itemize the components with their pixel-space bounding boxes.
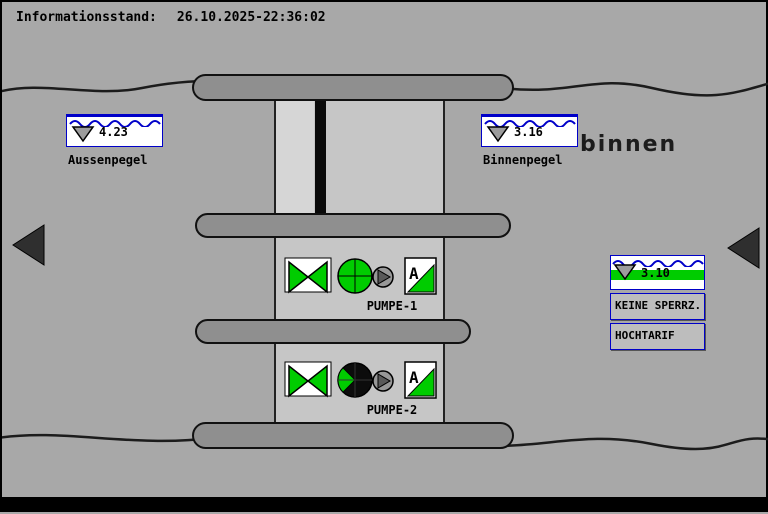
wall-segment-top (192, 74, 514, 101)
auto-mode-triangle-icon (406, 263, 435, 293)
aussenpegel-value: 4.23 (99, 125, 128, 139)
pump1-auto-mode-indicator[interactable]: A (404, 257, 437, 295)
auto-mode-triangle-icon (406, 367, 435, 397)
wall-segment-upper (195, 213, 511, 238)
level-marker-icon (486, 126, 510, 143)
water-wave-icon (612, 260, 704, 267)
status-tarif: HOCHTARIF (610, 323, 705, 350)
binnen-level-gauge: 3.10 (610, 255, 705, 290)
pump1-group: A (284, 257, 437, 295)
pump2-mode-letter: A (409, 368, 419, 387)
pump1-mode-letter: A (409, 264, 419, 283)
level-marker-icon (613, 264, 637, 281)
wall-segment-lower (195, 319, 471, 344)
binnenpegel-gauge: 3.16 (481, 114, 578, 147)
binnen-level-value: 3.10 (641, 266, 670, 280)
info-header: Informationsstand: 26.10.2025-22:36:02 (16, 10, 326, 25)
binnenpegel-value: 3.16 (514, 125, 543, 139)
pump2-check-valve-icon[interactable] (372, 370, 394, 392)
level-marker-icon (71, 126, 95, 143)
status-sperrzeit: KEINE SPERRZ. (610, 293, 705, 320)
pump1-check-valve-icon[interactable] (372, 266, 394, 288)
water-wave-icon (69, 120, 161, 127)
info-header-timestamp: 26.10.2025-22:36:02 (176, 10, 326, 25)
nav-right-arrow-icon[interactable] (725, 225, 761, 271)
binnen-area-label: binnen (580, 132, 678, 157)
nav-left-arrow-icon[interactable] (10, 222, 46, 268)
pump2-auto-mode-indicator[interactable]: A (404, 361, 437, 399)
pump1-valve-icon[interactable] (284, 257, 332, 294)
wall-segment-bottom (192, 422, 514, 449)
level-band (611, 270, 704, 280)
pump2-label: PUMPE-2 (366, 403, 418, 417)
aussenpegel-label: Aussenpegel (68, 153, 148, 167)
bottom-bar (2, 497, 768, 510)
aussenpegel-gauge: 4.23 (66, 114, 163, 147)
channel-inlet-area (276, 101, 314, 214)
info-header-label: Informationsstand: (16, 10, 157, 25)
binnenpegel-label: Binnenpegel (483, 153, 563, 167)
weir-gate-bar (315, 97, 326, 215)
pump2-group: A (284, 361, 437, 399)
pump1-motor-icon[interactable] (337, 258, 373, 294)
pump2-valve-icon[interactable] (284, 361, 332, 398)
water-wave-icon (484, 120, 576, 127)
pump2-motor-icon[interactable] (337, 362, 373, 398)
pump1-label: PUMPE-1 (366, 299, 418, 313)
